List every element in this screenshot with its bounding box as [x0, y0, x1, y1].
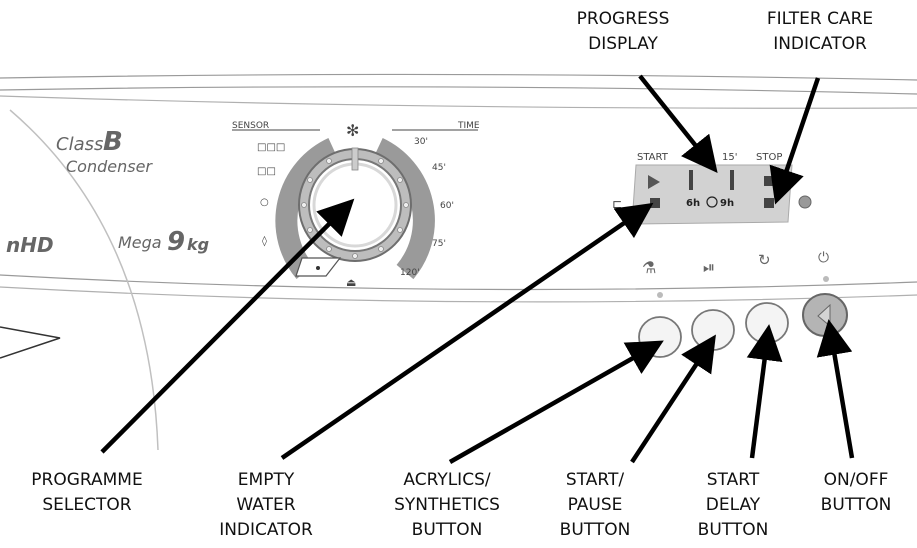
arrow-progress-display	[638, 74, 718, 174]
capacity-number: 9	[167, 227, 185, 257]
time-mark-120: 120'	[400, 268, 420, 278]
callout-start-delay: START DELAY BUTTON	[678, 468, 788, 543]
panel-outline	[0, 73, 917, 451]
arrow-start-delay	[746, 324, 783, 459]
sensor-mark-3: ○	[260, 197, 269, 208]
start-pause-button[interactable]	[691, 309, 735, 351]
callout-line: BUTTON	[411, 520, 483, 540]
time-mark-60: 60'	[440, 201, 454, 211]
delay-6h: 6h	[686, 198, 700, 209]
on-off-button[interactable]	[802, 293, 848, 337]
callout-filter-care: FILTER CARE INDICATOR	[740, 7, 900, 57]
callout-arrows	[100, 74, 855, 464]
callout-line: PROGRESS	[576, 9, 670, 29]
power-icon: ⏻	[818, 250, 829, 266]
capacity-unit: kg	[187, 235, 209, 254]
programme-dial[interactable]: SENSOR TIME ✻ □□□ □□ ○ ◊ 30' 45' 60' 75'…	[232, 121, 480, 289]
arrow-empty-water	[280, 202, 654, 460]
class-prefix: Class	[56, 134, 103, 155]
callout-line: START/	[565, 470, 625, 490]
container-icon: ⊏	[612, 197, 622, 211]
callout-line: START	[706, 470, 760, 490]
callout-line: SELECTOR	[42, 495, 132, 515]
clock-icon	[706, 196, 718, 208]
callout-progress-display: PROGRESS DISPLAY	[558, 7, 688, 57]
callout-empty-water: EMPTY WATER INDICATOR	[196, 468, 336, 543]
sensor-mark-2: □□	[257, 166, 276, 177]
callout-line: BUTTON	[559, 520, 631, 540]
callout-on-off: ON/OFF BUTTON	[800, 468, 912, 518]
stage-15: 15'	[722, 152, 737, 163]
callout-line: PAUSE	[567, 495, 623, 515]
condenser-label: Condenser	[66, 157, 153, 176]
callout-line: DISPLAY	[588, 34, 658, 54]
callout-line: DELAY	[705, 495, 761, 515]
callout-line: INDICATOR	[773, 34, 867, 54]
arrow-on-off	[816, 319, 855, 459]
fan-icon: ✻	[346, 121, 359, 140]
stage-stop: STOP	[756, 152, 782, 163]
arrow-filter-care	[769, 77, 821, 205]
iron-icon: ⏏	[346, 276, 356, 289]
callout-line: PROGRAMME	[31, 470, 143, 490]
callout-line: WATER	[236, 495, 296, 515]
time-mark-45: 45'	[432, 163, 446, 173]
callout-line: BUTTON	[820, 495, 892, 515]
callout-line: ACRYLICS/	[403, 470, 491, 490]
arrow-programme-selector	[100, 198, 355, 454]
class-letter: B	[103, 127, 123, 157]
callout-start-pause: START/ PAUSE BUTTON	[540, 468, 650, 543]
stage-start: START	[637, 152, 669, 163]
filter-care-light	[798, 195, 812, 209]
callout-line: EMPTY	[237, 470, 295, 490]
time-mark-75: 75'	[432, 239, 446, 249]
acrylics-icon: ⚗	[642, 258, 656, 277]
mega-label: Mega	[118, 233, 162, 252]
callout-line: BUTTON	[697, 520, 769, 540]
arrow-start-pause	[630, 334, 716, 464]
sensor-label: SENSOR	[232, 121, 269, 131]
delay-9h: 9h	[720, 198, 734, 209]
callout-line: FILTER CARE	[766, 9, 874, 29]
callout-line: SYNTHETICS	[394, 495, 500, 515]
time-label: TIME	[457, 121, 480, 131]
delay-icon: ↻	[758, 251, 771, 269]
callout-programme-selector: PROGRAMME SELECTOR	[2, 468, 172, 518]
time-mark-30: 30'	[414, 137, 428, 147]
progress-display: START 15' STOP 6h 9h ⊏	[612, 152, 812, 225]
callout-line: INDICATOR	[219, 520, 313, 540]
arrow-acrylics	[448, 340, 664, 464]
chevron-mark	[0, 326, 61, 359]
drop-icon: ◊	[262, 235, 267, 247]
sensor-mark-1: □□□	[257, 142, 285, 153]
callout-acrylics: ACRYLICS/ SYNTHETICS BUTTON	[372, 468, 522, 543]
callout-line: ON/OFF	[823, 470, 889, 490]
play-pause-icon: ⏯	[703, 258, 715, 276]
nhd-label: nHD	[6, 233, 54, 257]
